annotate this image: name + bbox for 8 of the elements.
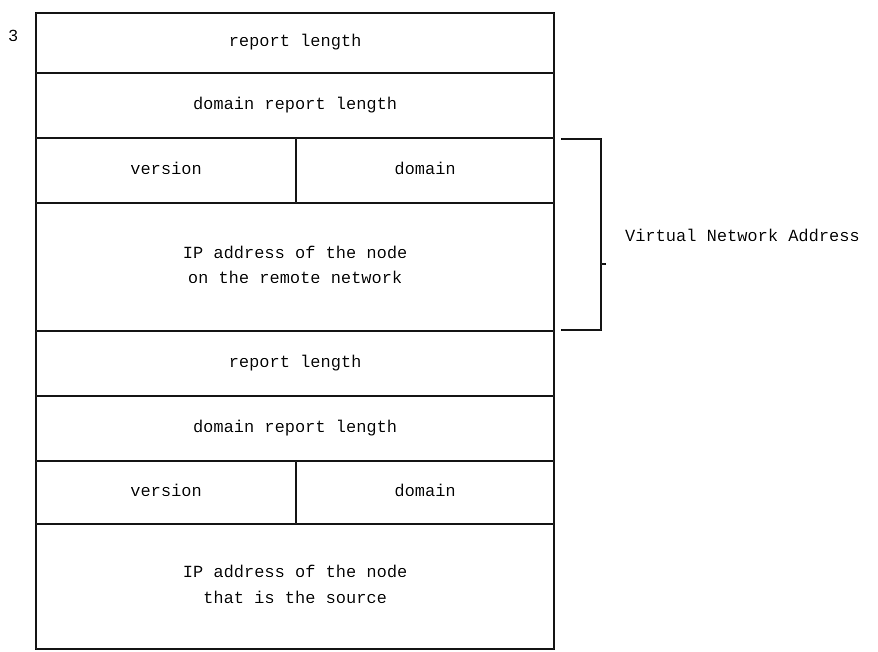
packet-field: IP address of the node on the remote network (35, 202, 555, 332)
bracket-label: Virtual Network Address (625, 228, 860, 247)
packet-field: domain report length (35, 395, 555, 462)
field-number: 3 (8, 28, 18, 47)
packet-field: report length (35, 330, 555, 397)
packet-field: report length (35, 12, 555, 74)
packet-field: domain report length (35, 72, 555, 139)
packet-field: IP address of the node that is the source (35, 523, 555, 650)
